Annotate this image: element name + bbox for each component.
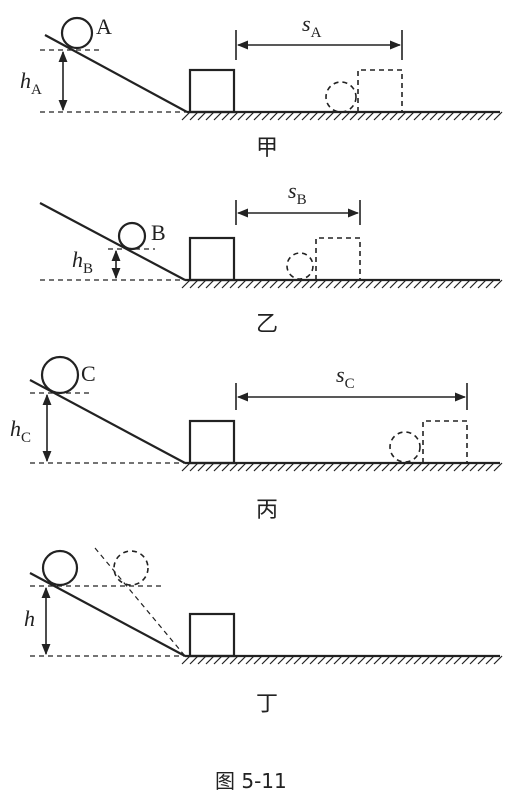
ball-a <box>60 16 94 50</box>
block-a <box>188 68 236 114</box>
incline-d <box>29 572 186 657</box>
ground-hatch-b <box>181 279 503 289</box>
h-label-d: h <box>24 606 35 631</box>
incline-b <box>39 202 186 281</box>
ground-hatch-d <box>181 655 503 665</box>
ball-d-dashed <box>113 550 149 586</box>
ball-c <box>40 355 80 395</box>
ball-label-c: C <box>81 361 96 386</box>
steep-incline-dashed <box>94 547 186 657</box>
block-final-a <box>357 69 403 112</box>
caption-bing: 丙 <box>256 498 278 523</box>
ground-hatch-c <box>181 462 503 472</box>
incline-c <box>29 379 186 464</box>
ball-final-b <box>286 252 314 280</box>
ball-b <box>117 221 147 251</box>
s-label-a: sA <box>302 11 322 41</box>
h-label-b: hB <box>72 247 93 277</box>
ball-label-b: B <box>151 220 166 245</box>
panel-bing: C hC sC 丙 <box>10 355 503 523</box>
panel-yi: B hB sB 乙 <box>39 178 503 337</box>
h-label-c: hC <box>10 416 31 446</box>
caption-jia: 甲 <box>256 136 278 161</box>
incline-a <box>44 34 188 113</box>
ground-hatch-a <box>181 111 503 121</box>
ball-label-a: A <box>96 14 112 39</box>
ball-final-a <box>325 81 357 113</box>
panel-ding: h 丁 <box>24 547 503 717</box>
ball-final-c <box>389 431 421 463</box>
block-c <box>188 419 236 465</box>
figure-caption: 图 5-11 <box>215 769 287 793</box>
caption-ding: 丁 <box>256 692 278 717</box>
s-label-c: sC <box>336 362 355 392</box>
block-b <box>188 236 236 282</box>
ball-d <box>41 549 79 587</box>
caption-yi: 乙 <box>256 312 278 337</box>
block-final-c <box>422 420 468 463</box>
block-final-b <box>315 237 361 280</box>
panel-jia: A hA sA 甲 <box>20 11 503 161</box>
block-d <box>188 612 236 658</box>
s-label-b: sB <box>288 178 307 208</box>
h-label-a: hA <box>20 68 42 98</box>
